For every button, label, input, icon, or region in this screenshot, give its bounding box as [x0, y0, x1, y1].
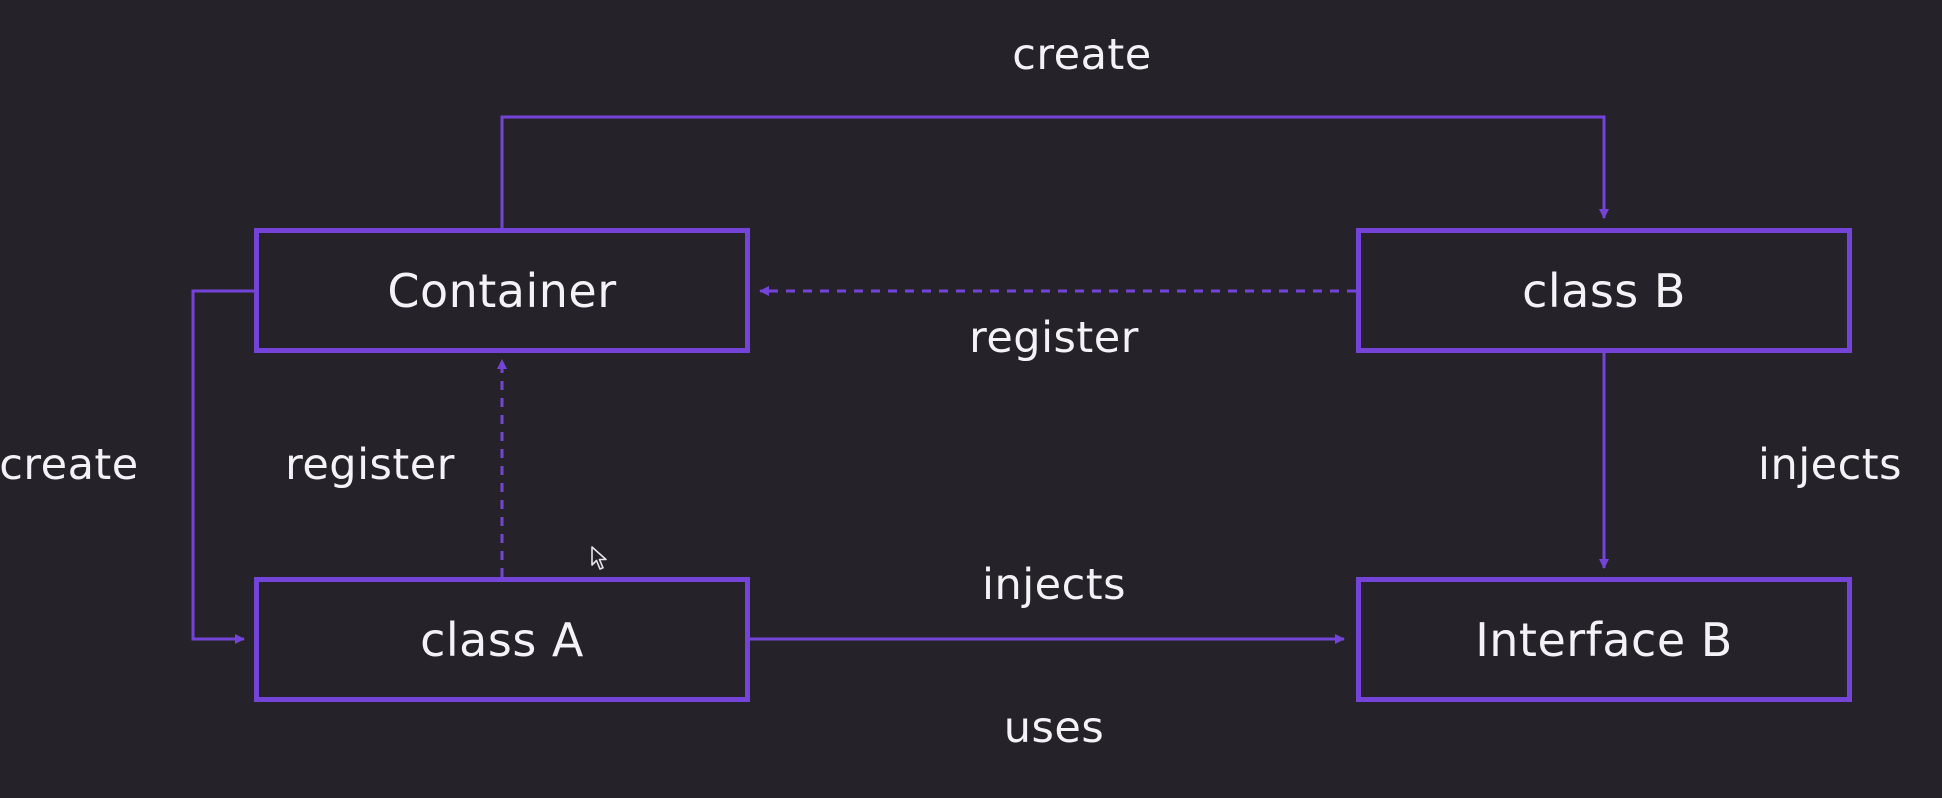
node-interface-b[interactable]: Interface B [1356, 577, 1852, 702]
label-bottom-injects: injects [981, 560, 1127, 610]
node-class-b[interactable]: class B [1356, 228, 1852, 353]
mouse-pointer-icon [591, 546, 607, 570]
label-left-register: register [285, 440, 455, 490]
label-top-create: create [1012, 30, 1152, 80]
node-class-a[interactable]: class A [254, 577, 750, 702]
label-left-create: create [0, 440, 139, 490]
edge-container-create-classa [191, 289, 254, 644]
label-bottom-uses: uses [1003, 703, 1105, 753]
node-container[interactable]: Container [254, 228, 750, 353]
edge-container-create-classb [500, 115, 1609, 228]
label-right-injects: injects [1757, 440, 1903, 490]
label-mid-register: register [969, 313, 1139, 363]
